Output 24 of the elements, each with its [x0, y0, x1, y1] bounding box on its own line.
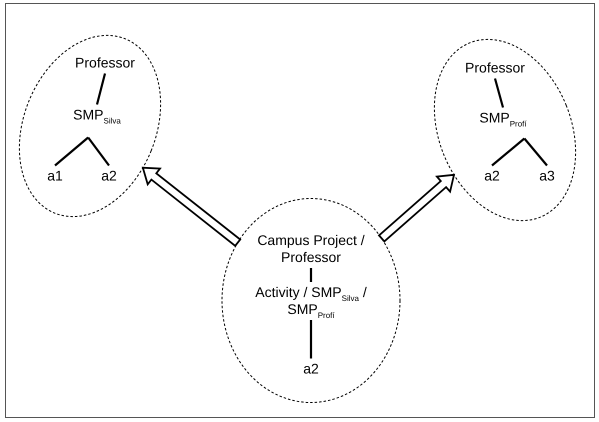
tree-label: a2: [101, 168, 117, 184]
tree-label: a2: [484, 168, 500, 184]
tree-label: Professor: [465, 60, 525, 76]
connector-line: [54, 136, 89, 166]
connector-line: [524, 138, 548, 166]
connector-line: [96, 73, 106, 105]
tree-label: SMP$_{Silva}$: [73, 106, 121, 124]
connector-line: [310, 268, 312, 282]
dashed-ellipse: [433, 36, 577, 224]
tree-label: a2: [303, 360, 319, 378]
connector-line: [494, 78, 504, 108]
tree-label: SMP$_{Profí}$: [479, 110, 527, 126]
connector-line: [87, 136, 110, 166]
tree-label: Campus Project / Professor: [246, 232, 376, 266]
tree-label: Activity / SMP$_{Silva}$ / SMP$_{Profí}$: [251, 284, 371, 318]
tree-label: Professor: [75, 54, 135, 72]
tree-label: a1: [47, 168, 63, 184]
connector-line: [310, 320, 312, 358]
hollow-arrow: [378, 174, 456, 243]
hollow-arrow: [142, 166, 242, 248]
tree-label: a3: [539, 168, 555, 184]
dashed-ellipse: [221, 197, 401, 404]
dashed-ellipse: [18, 32, 162, 220]
connector-line: [491, 138, 526, 166]
